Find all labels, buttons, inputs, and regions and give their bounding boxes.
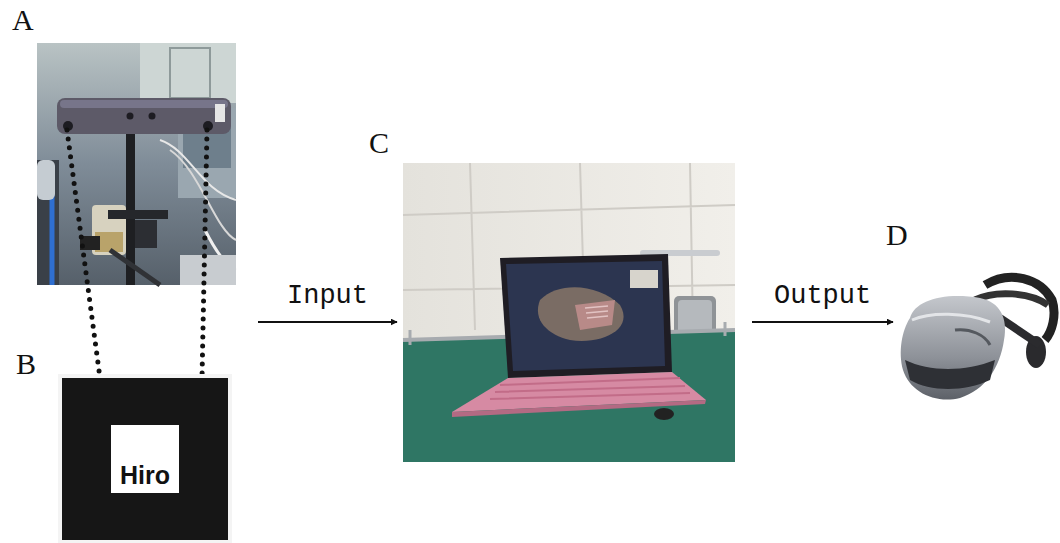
hiro-marker: BHiro	[62, 378, 228, 540]
headset-panel: D	[895, 265, 1055, 405]
flow-arrow	[258, 322, 397, 323]
vr-headset	[901, 277, 1054, 399]
arrow-label: Input	[287, 283, 368, 310]
dotted-link	[67, 130, 207, 378]
flow-arrow	[752, 322, 893, 323]
marker-text: Hiro	[120, 462, 170, 494]
panel-letter: D	[886, 220, 908, 250]
panel-letter: A	[12, 5, 34, 35]
laptop-panel: C	[403, 163, 735, 462]
panel-letter: C	[369, 128, 389, 158]
marker-window: Hiro	[111, 425, 179, 493]
photo-laptop	[403, 163, 735, 462]
tracker-panel: A	[37, 43, 236, 285]
arrow-label: Output	[774, 283, 871, 310]
panel-letter: B	[16, 349, 36, 379]
